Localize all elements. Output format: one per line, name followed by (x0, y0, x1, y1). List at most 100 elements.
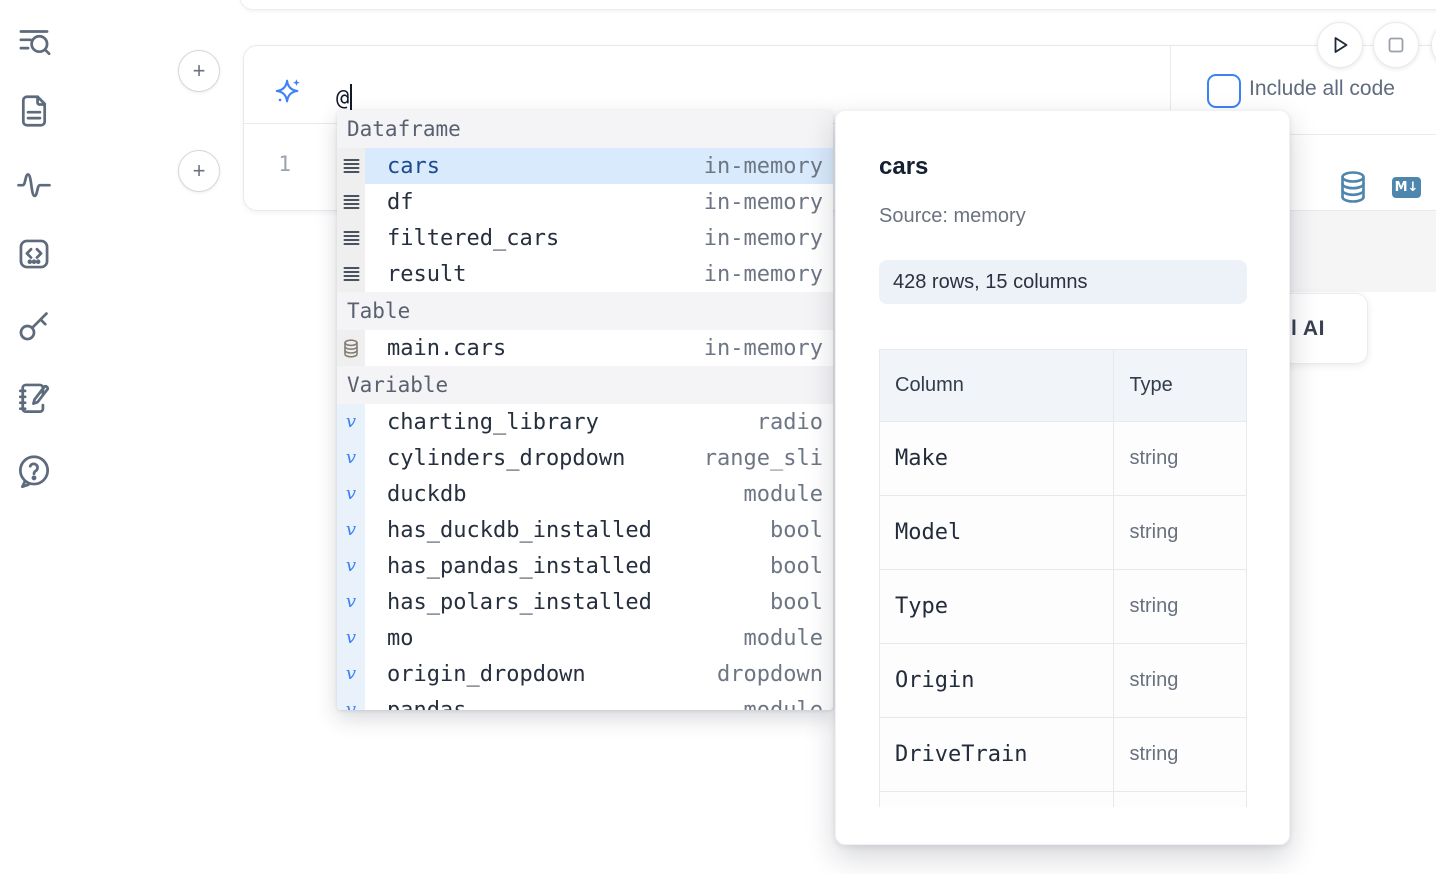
item-type: bool (770, 589, 823, 615)
search-list-icon[interactable] (15, 22, 53, 60)
preview-source: Source: memory (879, 205, 1026, 227)
preview-title: cars (879, 153, 929, 180)
autocomplete-item-origin_dropdown[interactable]: v origin_dropdown dropdown (337, 656, 833, 692)
occluded-fragment: l (1291, 316, 1298, 340)
variable-icon: v (337, 404, 365, 440)
item-name: origin_dropdown (387, 661, 586, 687)
dataframe-icon (337, 220, 365, 256)
schema-header-type: Type (1113, 349, 1247, 422)
schema-header-column: Column (879, 349, 1115, 422)
item-name: filtered_cars (387, 225, 560, 251)
dataframe-icon (337, 184, 365, 220)
code-block-icon[interactable] (15, 235, 53, 273)
column-name (879, 791, 1115, 807)
variable-icon: v (337, 620, 365, 656)
autocomplete-item-main-cars[interactable]: main.cars in-memory (337, 330, 833, 366)
file-text-icon[interactable] (15, 92, 53, 130)
item-name: cylinders_dropdown (387, 445, 626, 471)
plus-icon: + (192, 158, 206, 183)
item-name: charting_library (387, 409, 599, 435)
variable-icon: v (337, 548, 365, 584)
run-cell-button[interactable] (1317, 22, 1363, 68)
column-name: DriveTrain (879, 717, 1115, 792)
markdown-icon[interactable]: M↓ (1392, 177, 1421, 198)
help-circle-icon[interactable] (15, 452, 53, 490)
item-type: dropdown (717, 661, 823, 687)
item-name: duckdb (387, 481, 467, 507)
previous-cell-partial (239, 0, 1436, 10)
variable-icon: v (337, 440, 365, 476)
autocomplete-item-df[interactable]: df in-memory (337, 184, 833, 220)
item-name: cars (387, 153, 440, 179)
ai-panel-label: AI (1302, 316, 1325, 340)
variable-icon: v (337, 512, 365, 548)
item-type: module (743, 697, 823, 711)
autocomplete-item-cars[interactable]: cars in-memory (337, 148, 833, 184)
key-icon[interactable] (15, 307, 53, 345)
autocomplete-item-has_pandas_installed[interactable]: v has_pandas_installed bool (337, 548, 833, 584)
item-type: module (743, 481, 823, 507)
column-type (1113, 791, 1247, 807)
autocomplete-item-has_polars_installed[interactable]: v has_polars_installed bool (337, 584, 833, 620)
item-name: mo (387, 625, 414, 651)
shape-badge: 428 rows, 15 columns (879, 260, 1247, 304)
notebook-pen-icon[interactable] (15, 379, 53, 417)
ai-options-panel: Include all code (1170, 46, 1436, 135)
item-type: module (743, 625, 823, 651)
column-type: string (1113, 717, 1247, 792)
autocomplete-item-has_duckdb_installed[interactable]: v has_duckdb_installed bool (337, 512, 833, 548)
item-type: in-memory (703, 225, 823, 251)
text-cursor (350, 84, 353, 112)
item-name: main.cars (387, 335, 507, 361)
stop-button[interactable] (1373, 22, 1419, 68)
line-number: 1 (278, 152, 291, 176)
add-cell-button[interactable]: + (178, 50, 220, 92)
play-icon (1334, 37, 1348, 53)
plus-icon: + (192, 58, 206, 83)
include-all-code-checkbox[interactable] (1207, 74, 1241, 108)
item-type: in-memory (703, 153, 823, 179)
variable-icon: v (337, 584, 365, 620)
item-type: range_sli (703, 445, 823, 471)
autocomplete-item-cylinders_dropdown[interactable]: v cylinders_dropdown range_sli (337, 440, 833, 476)
item-type: in-memory (703, 189, 823, 215)
column-name: Origin (879, 643, 1115, 718)
column-type: string (1113, 643, 1247, 718)
activity-icon[interactable] (15, 165, 53, 203)
autocomplete-section-header: Variable (337, 366, 833, 404)
column-name: Type (879, 569, 1115, 644)
table-icon (337, 330, 365, 366)
variable-icon: v (337, 656, 365, 692)
item-type: bool (770, 553, 823, 579)
markdown-badge-label: M↓ (1394, 180, 1419, 195)
add-cell-button[interactable]: + (178, 150, 220, 192)
autocomplete-section-header: Table (337, 292, 833, 330)
column-type: string (1113, 421, 1247, 496)
item-type: bool (770, 517, 823, 543)
autocomplete-item-filtered_cars[interactable]: filtered_cars in-memory (337, 220, 833, 256)
variable-icon: v (337, 692, 365, 710)
item-name: result (387, 261, 467, 287)
item-type: in-memory (703, 335, 823, 361)
column-name: Model (879, 495, 1115, 570)
item-name: has_polars_installed (387, 589, 652, 615)
ai-prompt-input[interactable]: @ (336, 82, 353, 114)
database-icon[interactable] (1338, 170, 1368, 204)
item-name: has_duckdb_installed (387, 517, 652, 543)
item-name: has_pandas_installed (387, 553, 652, 579)
item-name: df (387, 189, 414, 215)
column-name: Make (879, 421, 1115, 496)
